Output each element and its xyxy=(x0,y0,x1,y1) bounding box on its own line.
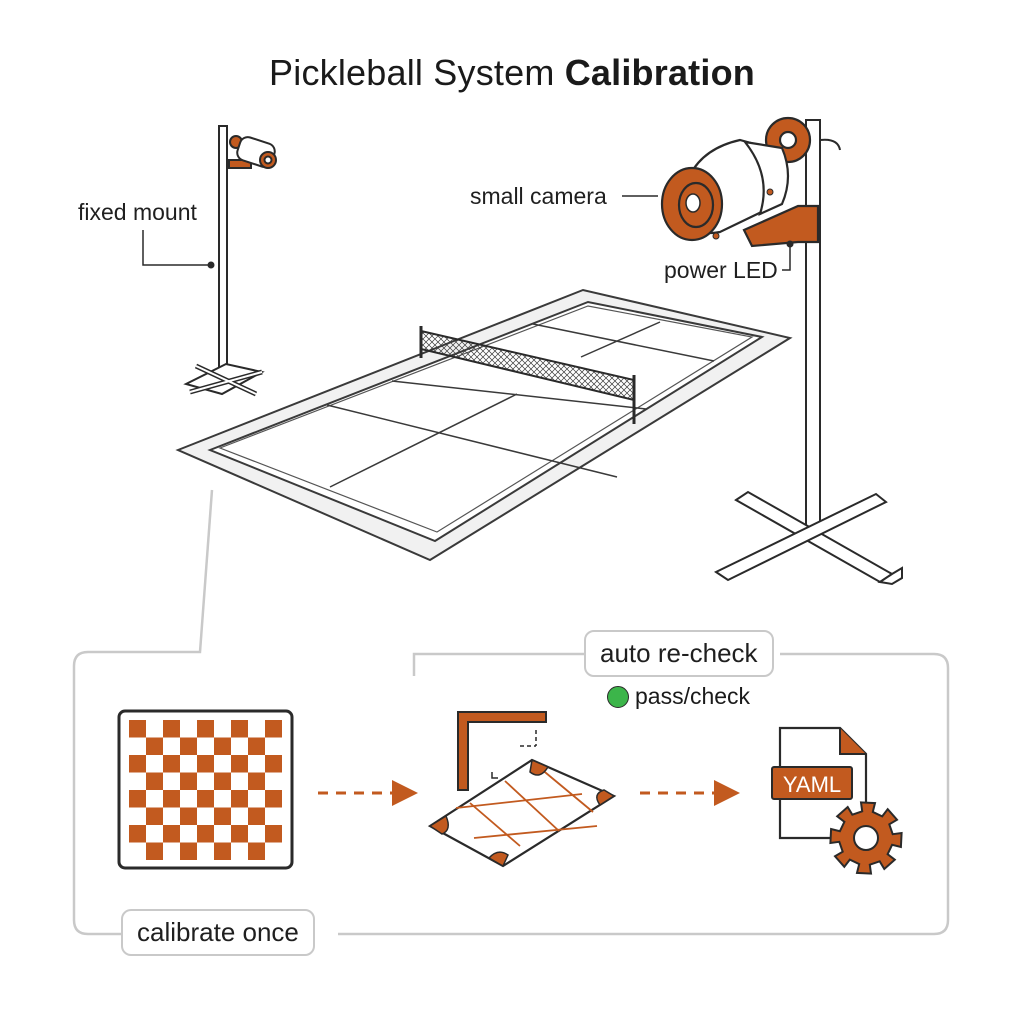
small-camera-label: small camera xyxy=(470,183,607,209)
power-led-label: power LED xyxy=(664,257,778,283)
gear-icon xyxy=(829,801,903,875)
left-pole-mount xyxy=(183,125,277,397)
fixed-mount-leader xyxy=(142,230,215,269)
arrow-right-icon xyxy=(318,780,418,806)
yaml-badge: YAML xyxy=(771,766,853,800)
status-indicator: pass/check xyxy=(607,683,750,710)
status-dot-icon xyxy=(607,685,629,708)
calibrate-once-label: calibrate once xyxy=(121,909,315,956)
projected-grid-icon xyxy=(427,711,617,868)
page-title: Pickleball System Calibration xyxy=(0,52,1024,94)
camera-leaders xyxy=(622,195,794,271)
checkerboard-icon xyxy=(117,709,294,870)
arrow-right-icon-2 xyxy=(640,780,740,806)
pickleball-court xyxy=(175,288,793,562)
camera-icon xyxy=(660,116,820,248)
title-regular: Pickleball System xyxy=(269,52,565,93)
fixed-mount-label: fixed mount xyxy=(78,199,197,225)
title-bold: Calibration xyxy=(564,52,755,93)
auto-recheck-label: auto re-check xyxy=(584,630,774,677)
workflow-frame xyxy=(72,489,950,936)
status-text: pass/check xyxy=(635,683,751,709)
